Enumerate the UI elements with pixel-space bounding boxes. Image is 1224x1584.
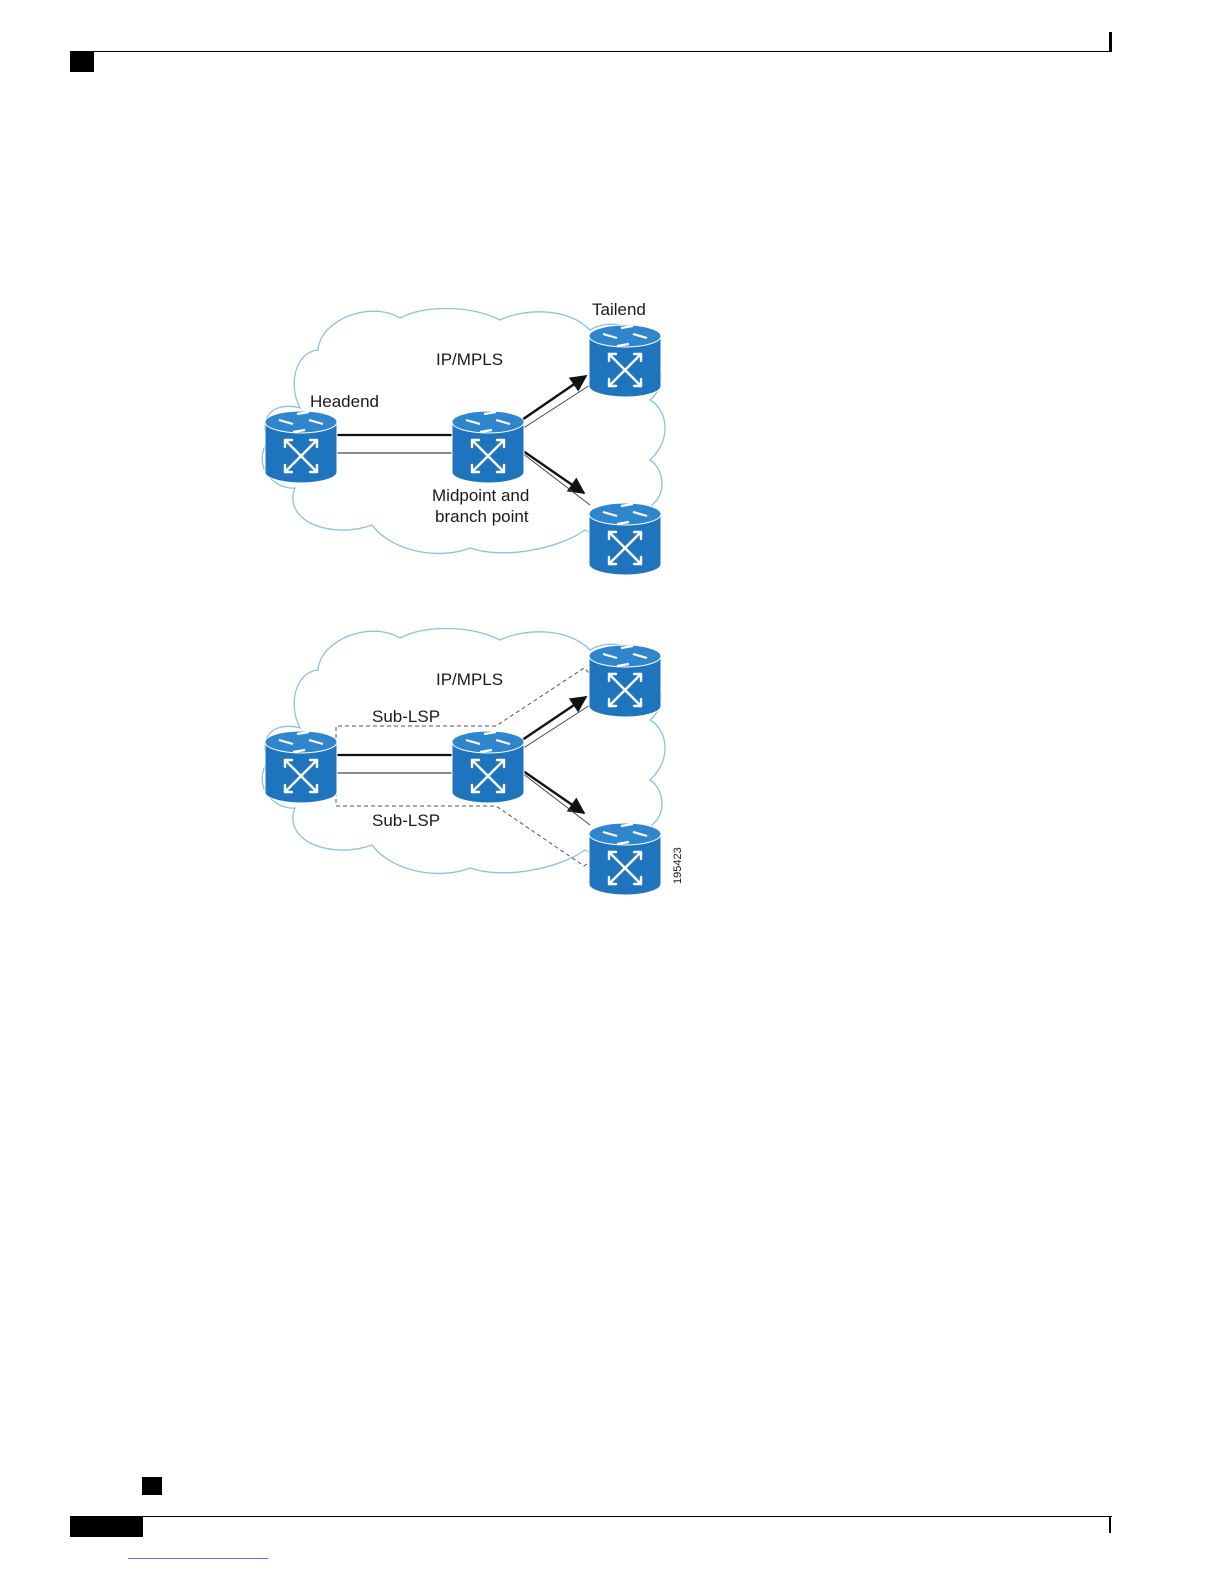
- tailend-label: Tailend: [592, 300, 646, 319]
- figure-id: 195423: [672, 847, 684, 884]
- bottom-diagram: IP/MPLS Sub-LSP Sub-LSP 195423: [262, 628, 684, 895]
- tailend-router-top-2: [589, 645, 661, 717]
- headend-label: Headend: [310, 392, 379, 411]
- sublsp-top-label: Sub-LSP: [372, 707, 440, 726]
- headend-router-2: [265, 731, 337, 803]
- tailend-router-top: [589, 325, 661, 397]
- sublsp-bottom-label: Sub-LSP: [372, 811, 440, 830]
- bottom-cloud-label: IP/MPLS: [436, 670, 503, 689]
- midpoint-router-2: [452, 731, 524, 803]
- tailend-router-bottom-2: [589, 823, 661, 895]
- midpoint-router: [452, 411, 524, 483]
- midpoint-label-line1: Midpoint and: [432, 486, 529, 505]
- midpoint-label-line2: branch point: [435, 507, 529, 526]
- top-diagram: IP/MPLS Headend Tailend Midpoint and bra…: [262, 300, 665, 575]
- headend-router: [265, 411, 337, 483]
- top-cloud-label: IP/MPLS: [436, 350, 503, 369]
- tailend-router-bottom: [589, 503, 661, 575]
